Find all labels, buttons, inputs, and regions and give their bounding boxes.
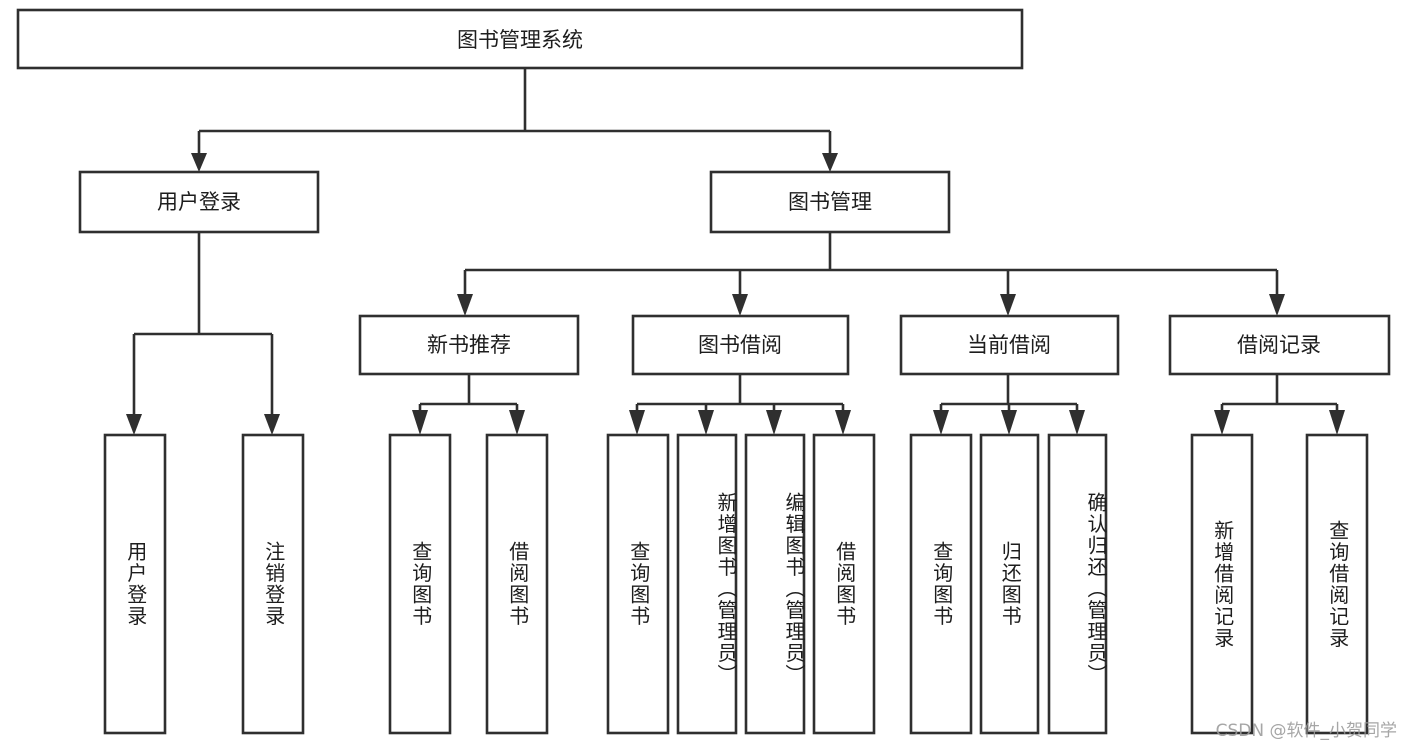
node-root-book-management-system[interactable]	[16, 8, 1024, 70]
node-leaf-return-book[interactable]	[979, 433, 1040, 735]
watermark-csdn: CSDN @软件_小贺同学	[1215, 721, 1397, 741]
node-borrow-record-label: 借阅记录	[1237, 333, 1321, 357]
arrow-head-userlogin	[191, 153, 207, 172]
node-leaf-query-book-1[interactable]	[388, 433, 452, 735]
node-leaf-query-book-2[interactable]	[606, 433, 670, 735]
node-book-management[interactable]	[709, 170, 951, 234]
node-leaf-confirm-return-admin[interactable]	[1047, 433, 1108, 735]
node-user-login[interactable]	[78, 170, 320, 234]
node-leaf-user-login[interactable]	[103, 433, 167, 735]
arrow-head-leaf-logout	[264, 414, 280, 435]
arrow-head-leaf-user-login	[126, 414, 142, 435]
node-leaf-add-borrow-record[interactable]	[1190, 433, 1254, 735]
node-new-book-recommend-label: 新书推荐	[427, 333, 511, 357]
arrow-head-borrowrecord	[1269, 294, 1285, 316]
arrow-head-bookmgmt	[822, 153, 838, 172]
arrow-head-leaf-add-record	[1214, 410, 1230, 435]
arrow-head-leaf-borrow-book-2	[835, 410, 851, 435]
arrow-head-currentborrow	[1000, 294, 1016, 316]
node-leaf-query-book-3[interactable]	[909, 433, 973, 735]
node-borrow-record[interactable]	[1168, 314, 1391, 376]
node-leaf-borrow-book-2[interactable]	[812, 433, 876, 735]
arrow-head-leaf-query-book-1	[412, 410, 428, 435]
node-root-label: 图书管理系统	[457, 28, 583, 52]
node-leaf-edit-book-admin[interactable]	[744, 433, 806, 735]
arrow-head-leaf-query-book-3	[933, 410, 949, 435]
arrow-head-leaf-return-book	[1001, 410, 1017, 435]
node-new-book-recommend[interactable]	[358, 314, 580, 376]
arrow-head-leaf-query-record	[1329, 410, 1345, 435]
node-current-borrow-label: 当前借阅	[967, 333, 1051, 357]
node-user-login-label: 用户登录	[157, 190, 241, 214]
node-layer: 图书管理系统 用户登录 图书管理 新书推荐 图书借阅 当前借阅 借阅记录	[16, 8, 1391, 735]
node-leaf-borrow-book-1[interactable]	[485, 433, 549, 735]
connector-layer	[126, 68, 1345, 435]
arrow-head-leaf-add-book	[698, 410, 714, 435]
node-book-borrow[interactable]	[631, 314, 850, 376]
arrow-head-leaf-edit-book	[766, 410, 782, 435]
node-book-borrow-label: 图书借阅	[698, 333, 782, 357]
arrow-head-newbook	[457, 294, 473, 316]
arrow-head-leaf-query-book-2	[629, 410, 645, 435]
arrow-head-leaf-borrow-book-1	[509, 410, 525, 435]
node-book-management-label: 图书管理	[788, 190, 872, 214]
node-current-borrow[interactable]	[899, 314, 1120, 376]
node-leaf-logout[interactable]	[241, 433, 305, 735]
arrow-head-leaf-confirm-return	[1069, 410, 1085, 435]
arrow-head-bookborrow	[732, 294, 748, 316]
node-leaf-query-borrow-record[interactable]	[1305, 433, 1369, 735]
node-leaf-add-book-admin[interactable]	[676, 433, 738, 735]
